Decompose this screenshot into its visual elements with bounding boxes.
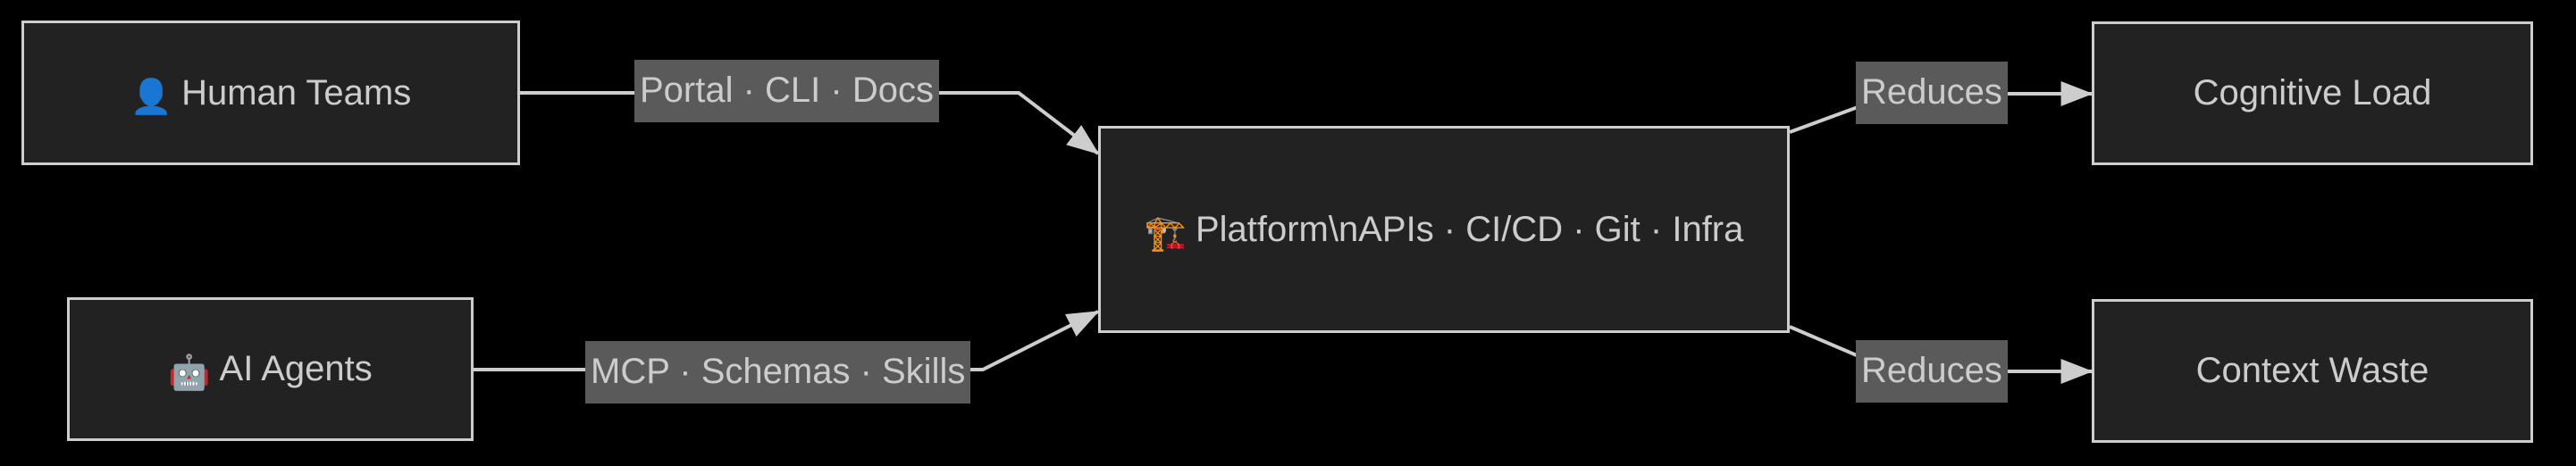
robot-icon: 🤖: [168, 354, 211, 393]
node-platform-label: 🏗️Platform\nAPIs · CI/CD · Git · Infra: [1132, 208, 1757, 252]
node-ai-agents[interactable]: 🤖AI Agents: [67, 297, 474, 441]
edge-label-platform-context: Reduces: [1856, 340, 2008, 403]
node-human-teams[interactable]: 👤Human Teams: [21, 21, 520, 165]
node-platform-text: Platform\nAPIs · CI/CD · Git · Infra: [1195, 209, 1744, 249]
node-cognitive-load-text: Cognitive Load: [2193, 73, 2432, 113]
node-human-teams-label: 👤Human Teams: [118, 71, 424, 115]
bust-in-silhouette-icon: 👤: [130, 78, 173, 116]
node-cognitive-load[interactable]: Cognitive Load: [2092, 21, 2533, 165]
node-ai-agents-text: AI Agents: [219, 349, 373, 389]
building-construction-icon: 🏗️: [1144, 214, 1187, 253]
node-platform[interactable]: 🏗️Platform\nAPIs · CI/CD · Git · Infra: [1098, 126, 1790, 333]
node-context-waste[interactable]: Context Waste: [2092, 299, 2533, 443]
node-ai-agents-label: 🤖AI Agents: [155, 347, 385, 391]
edge-label-agents-platform: MCP · Schemas · Skills: [585, 341, 971, 404]
edge-label-human-platform: Portal · CLI · Docs: [634, 60, 939, 122]
node-context-waste-text: Context Waste: [2195, 351, 2429, 391]
node-human-teams-text: Human Teams: [181, 72, 412, 112]
edge-label-platform-cognitive: Reduces: [1856, 62, 2008, 124]
